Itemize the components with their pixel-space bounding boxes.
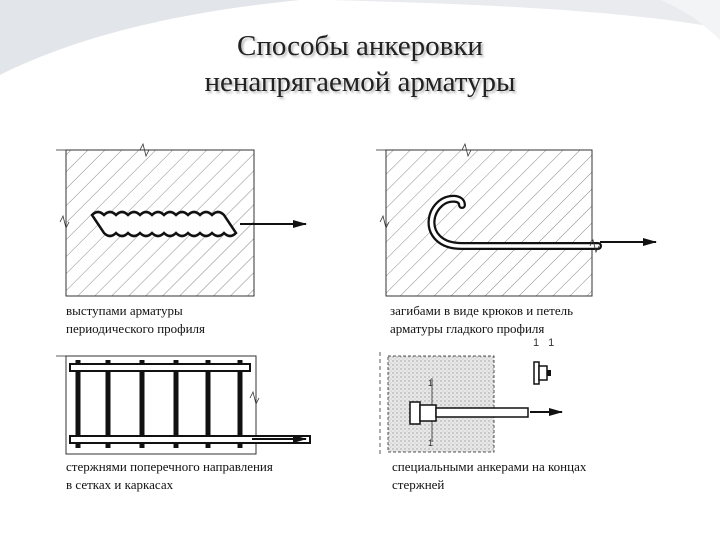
caption-line: периодического профиля xyxy=(66,321,206,336)
slide-title: Способы анкеровки ненапрягаемой арматуры xyxy=(0,28,720,100)
caption-line: специальными анкерами на концах xyxy=(392,459,587,474)
longitudinal-bars xyxy=(69,363,311,444)
caption-panel-1: выступами арматуры периодического профил… xyxy=(66,302,205,338)
concrete-block xyxy=(387,355,495,453)
ribbed-bar xyxy=(90,210,238,238)
concrete-block xyxy=(385,149,593,297)
title-line-1: Способы анкеровки xyxy=(237,30,483,62)
svg-text:1: 1 xyxy=(428,378,433,388)
anchored-bar xyxy=(435,407,529,418)
panel-2-hooked-bar xyxy=(376,142,657,297)
title-line-2: ненапрягаемой арматуры xyxy=(204,66,516,98)
caption-line: стержнями поперечного направления xyxy=(66,459,273,474)
caption-line: стержней xyxy=(392,477,445,492)
caption-panel-3: стержнями поперечного направления в сетк… xyxy=(66,458,273,494)
caption-panel-4: специальными анкерами на концах стержней xyxy=(392,458,586,494)
panel-1-ribbed-bar xyxy=(56,142,307,297)
svg-text:1: 1 xyxy=(428,438,433,448)
panel-4-end-anchor: 1 1 xyxy=(379,352,563,454)
caption-line: арматуры гладкого профиля xyxy=(390,321,545,336)
caption-line: выступами арматуры xyxy=(66,303,183,318)
anchor-nut xyxy=(419,404,437,422)
panel-3-welded-cage xyxy=(56,355,311,455)
section-label: 1 1 xyxy=(533,337,558,349)
anchor-plate xyxy=(409,401,421,425)
section-1-1 xyxy=(533,361,551,385)
caption-panel-2: загибами в виде крюков и петель арматуры… xyxy=(390,302,573,338)
caption-line: в сетках и каркасах xyxy=(66,477,174,492)
caption-line: загибами в виде крюков и петель xyxy=(390,303,574,318)
transverse-bars xyxy=(75,360,243,448)
